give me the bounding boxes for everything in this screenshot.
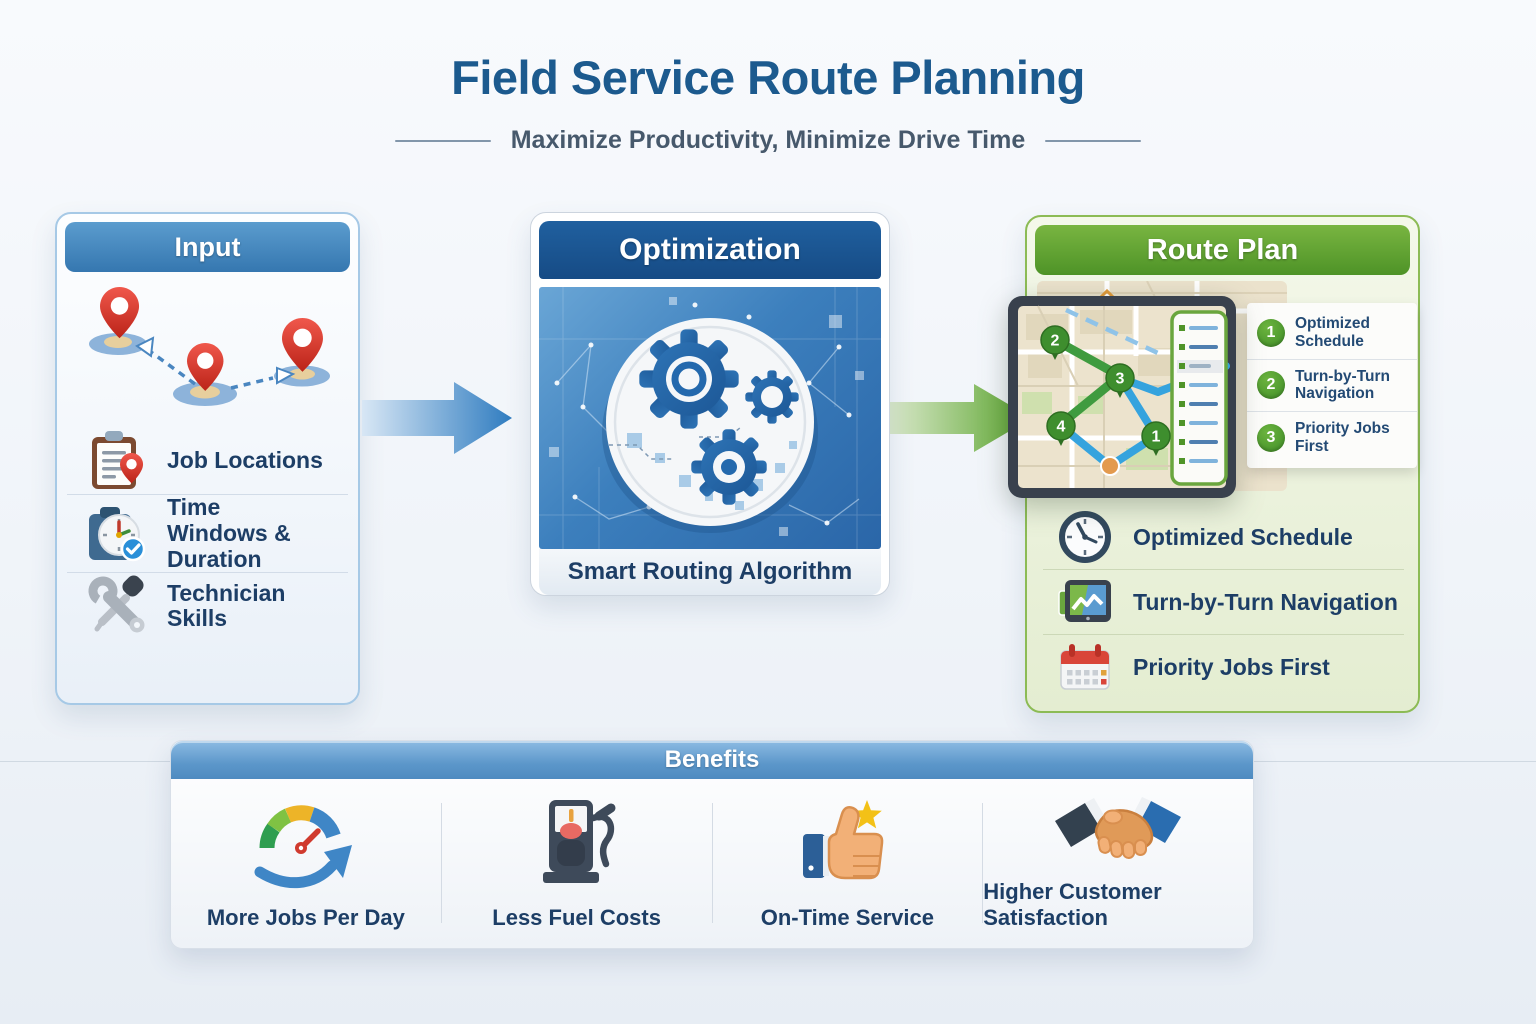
clock-icon [1057, 509, 1113, 565]
route-item-label: Priority Jobs First [1133, 653, 1330, 680]
list-item: Priority Jobs First [1043, 634, 1404, 699]
route-item-label: Turn-by-Turn Navigation [1133, 588, 1398, 615]
step-badge: 1 [1257, 318, 1285, 347]
page-title: Field Service Route Planning [451, 51, 1085, 104]
list-item: 1 Optimized Schedule [1247, 307, 1417, 359]
map-stop-pin: 3 [1105, 363, 1135, 398]
benefit-label: More Jobs Per Day [206, 905, 405, 930]
benefits-bar: Benefits More Jobs Per Day [170, 740, 1254, 949]
clock-check-icon [85, 501, 151, 567]
fuel-pump-icon [535, 779, 619, 905]
route-mini-list: 1 Optimized Schedule 2 Turn-by-Turn Navi… [1247, 303, 1417, 468]
mini-item-label: Turn-by-Turn Navigation [1295, 367, 1390, 403]
tools-icon [85, 573, 151, 639]
map-pins-route-icon [65, 280, 350, 428]
input-item-label: Job Locations [167, 447, 323, 474]
arrow-right-icon [886, 376, 1034, 465]
svg-text:3: 3 [1116, 371, 1125, 388]
input-item-label: Technician Skills [167, 579, 286, 632]
optimization-panel: Optimization [530, 212, 890, 596]
benefit-label: On-Time Service [760, 905, 934, 930]
mini-item-label: Optimized Schedule [1295, 315, 1370, 350]
benefit-item: More Jobs Per Day [171, 779, 441, 947]
list-item: Technician Skills [67, 572, 348, 639]
mini-item-label: Priority Jobs First [1295, 420, 1390, 456]
benefits-header: Benefits [171, 741, 1253, 779]
list-item: 3 Priority Jobs First [1247, 411, 1417, 464]
route-plan-panel-header: Route Plan [1035, 225, 1410, 275]
speedometer-icon [248, 779, 364, 905]
map-stop-pin: 1 [1141, 421, 1171, 456]
benefits-body: More Jobs Per Day Less Fu [171, 779, 1253, 947]
list-item: Turn-by-Turn Navigation [1043, 569, 1404, 634]
benefit-item: Higher Customer Satisfaction [983, 779, 1253, 947]
arrow-right-icon [362, 376, 514, 465]
map-stop-pin: 2 [1040, 325, 1070, 360]
page-subtitle: Maximize Productivity, Minimize Drive Ti… [510, 126, 1026, 154]
gears-icon [539, 287, 881, 549]
svg-text:1: 1 [1152, 429, 1161, 446]
tablet-map-icon [1057, 574, 1113, 630]
list-item: 2 Turn-by-Turn Navigation [1247, 358, 1417, 412]
list-item: Job Locations [67, 428, 348, 494]
input-panel-header: Input [65, 222, 350, 272]
svg-text:2: 2 [1051, 333, 1060, 350]
handshake-icon [1053, 779, 1183, 879]
divider [711, 803, 713, 923]
subtitle-dash-right [1045, 139, 1142, 142]
input-item-label: Time Windows & Duration [167, 494, 291, 572]
svg-text:4: 4 [1057, 419, 1066, 436]
map-stop-pin: 4 [1046, 411, 1076, 446]
route-map-tablet: 2 3 4 1 [1008, 296, 1236, 503]
benefit-item: Less Fuel Costs [442, 779, 712, 947]
route-feature-list: Optimized Schedule Turn-by-Turn Navigati… [1043, 505, 1404, 699]
divider [440, 803, 442, 923]
subtitle-dash-left [394, 139, 491, 142]
calendar-icon [1057, 639, 1113, 695]
optimization-caption: Smart Routing Algorithm [539, 549, 881, 595]
clipboard-pin-icon [85, 428, 151, 494]
optimization-panel-header: Optimization [539, 221, 881, 279]
benefit-label: Less Fuel Costs [492, 905, 661, 930]
page-subtitle-row: Maximize Productivity, Minimize Drive Ti… [0, 126, 1536, 155]
list-item: Time Windows & Duration [67, 494, 348, 572]
input-panel: Input [55, 212, 360, 705]
divider [982, 803, 984, 923]
list-item: Optimized Schedule [1043, 505, 1404, 569]
thumbs-up-icon [797, 779, 897, 905]
benefit-label: Higher Customer Satisfaction [983, 879, 1162, 930]
step-badge: 2 [1257, 371, 1285, 400]
input-item-list: Job Locations Time Wi [67, 428, 348, 639]
route-item-label: Optimized Schedule [1133, 523, 1353, 550]
benefit-item: On-Time Service [713, 779, 983, 947]
step-badge: 3 [1257, 424, 1285, 453]
